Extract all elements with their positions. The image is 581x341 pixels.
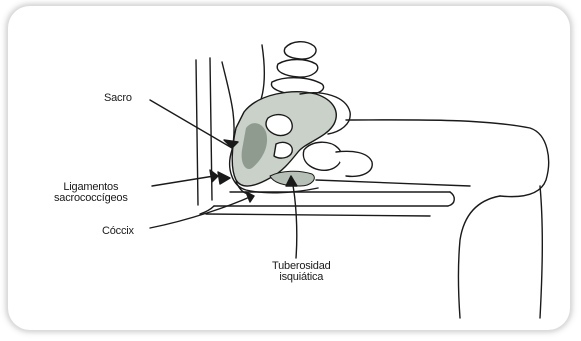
label-coccix: Cóccix [102,226,134,237]
label-coccix-text: Cóccix [102,226,134,237]
label-sacro: Sacro [104,93,132,104]
ligament-mark [218,172,230,184]
shin-front [540,186,542,318]
seat-bottom-2 [206,214,430,216]
leader-coccix [150,196,252,228]
label-ligamentos-line2: sacrococcígeos [54,193,128,204]
arrow-coccix [246,192,254,202]
label-tuberosidad: Tuberosidad isquiática [272,261,331,283]
femur-head [303,142,341,170]
sacrum-foramen-2 [274,142,292,158]
vertebra-upper-1 [284,42,316,59]
leader-sacro [150,100,232,148]
chair-back-post-curve [222,62,234,150]
knee-outline [459,196,501,318]
label-sacro-text: Sacro [104,93,132,104]
vertebra-upper-2 [277,60,318,78]
arrow-ligamentos [210,170,218,182]
label-tuberosidad-line2: isquiática [272,272,331,283]
leader-ligamentos [152,176,214,186]
label-ligamentos: Ligamentos sacrococcígeos [54,182,128,204]
chair-back-post-left [196,60,198,205]
thigh-lower-outline [316,180,470,186]
seat-front [448,192,454,206]
femur-neck [336,151,372,176]
